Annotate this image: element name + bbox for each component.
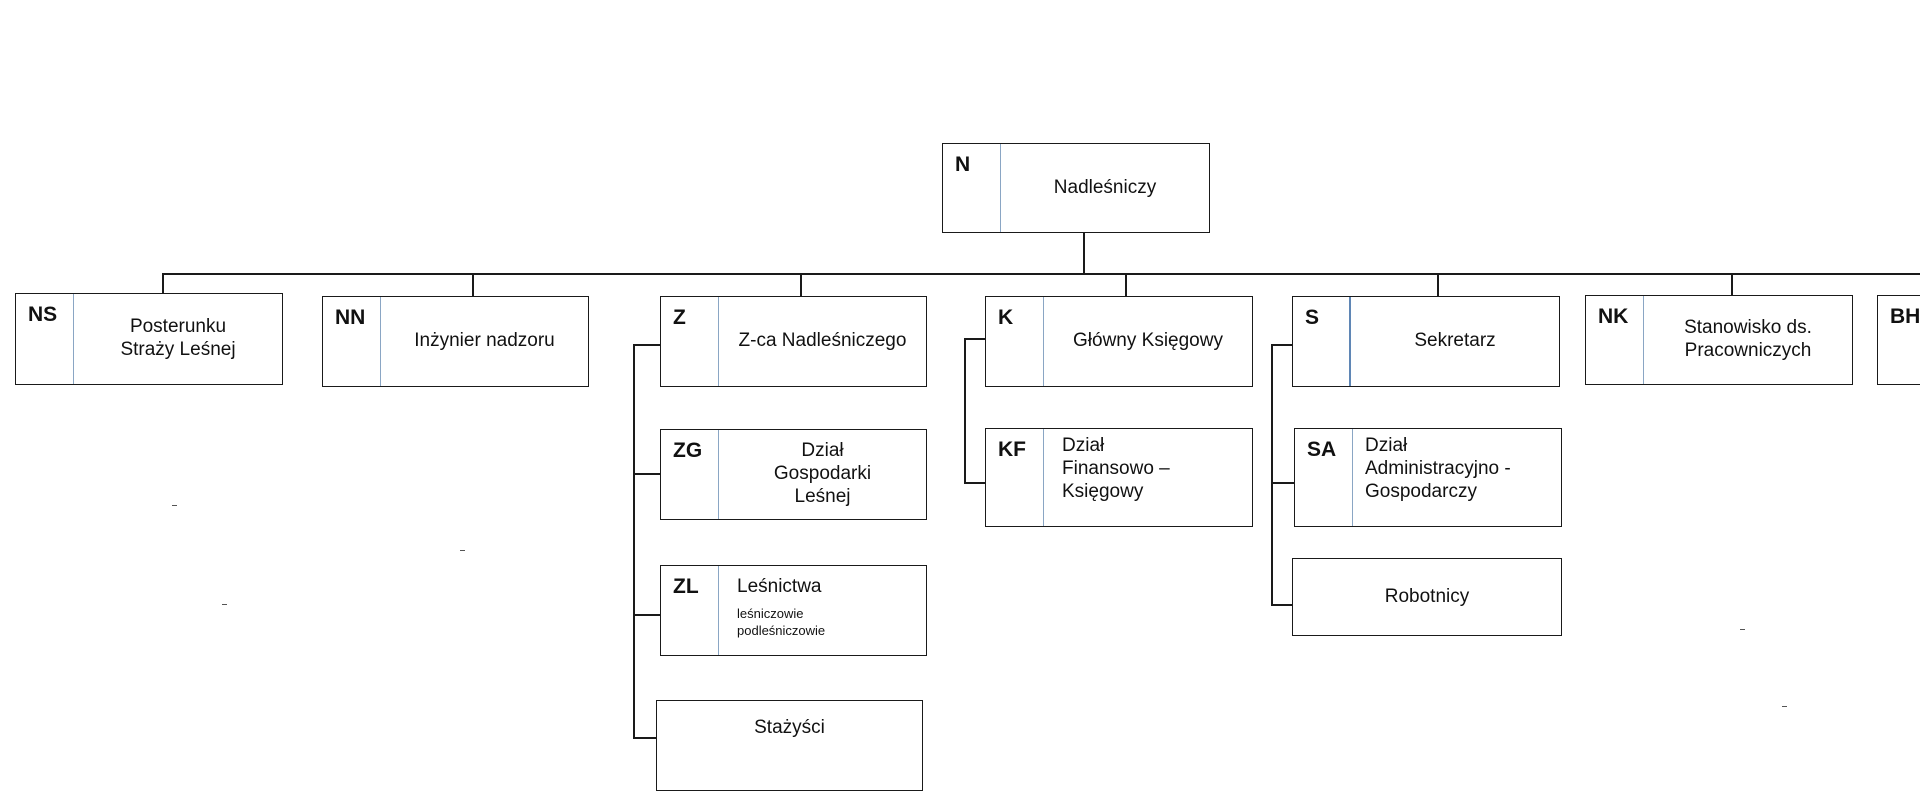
connector-zl (633, 614, 661, 616)
node-kf: KF Dział Finansowo – Księgowy (985, 428, 1253, 527)
connector-stazysci (633, 737, 657, 739)
node-code: NN (323, 297, 381, 386)
connector-s-spine (1271, 344, 1273, 606)
node-zl: ZL Leśnictwa leśniczowie podleśniczowie (660, 565, 927, 656)
node-label-group: Leśnictwa leśniczowie podleśniczowie (719, 566, 926, 655)
node-label: Stanowisko ds. Pracowniczych (1684, 317, 1812, 361)
node-k: K Główny Księgowy (985, 296, 1253, 387)
node-sublabel: leśniczowie (737, 605, 804, 621)
node-label: Z-ca Nadleśniczego (738, 330, 907, 352)
node-sa: SA Dział Administracyjno - Gospodarczy (1294, 428, 1562, 527)
connector-nk (1731, 273, 1733, 295)
node-robotnicy: Robotnicy (1292, 558, 1562, 636)
connector-ns (162, 273, 164, 295)
connector-sa (1271, 482, 1295, 484)
connector-z-top (633, 344, 661, 346)
node-code: S (1293, 297, 1351, 386)
node-label: Leśnictwa (737, 576, 822, 597)
node-label: Posterunku Straży Leśnej (120, 316, 236, 360)
connector-nn (472, 273, 474, 296)
node-code: K (986, 297, 1044, 386)
stray-mark (172, 505, 177, 506)
node-nn: NN Inżynier nadzoru (322, 296, 589, 387)
node-code: SA (1295, 429, 1353, 526)
connector-k-spine (964, 338, 966, 484)
connector-k-top (964, 338, 986, 340)
node-code: BHP (1890, 305, 1920, 328)
node-sublabels: leśniczowie podleśniczowie (737, 605, 825, 640)
node-code: Z (661, 297, 719, 386)
connector-kf (964, 482, 986, 484)
node-zg: ZG Dział Gospodarki Leśnej (660, 429, 927, 520)
node-label-text: Dział Administracyjno - Gospodarczy (1365, 435, 1511, 502)
node-ns: NS Posterunku Straży Leśnej (15, 293, 283, 385)
node-z: Z Z-ca Nadleśniczego (660, 296, 927, 387)
node-code: ZL (661, 566, 719, 655)
connector-k (1125, 273, 1127, 296)
connector-main-bus (162, 273, 1920, 275)
stray-mark (1782, 706, 1787, 707)
node-bhp: BHP (1877, 295, 1920, 385)
node-sublabel: podleśniczowie (737, 623, 826, 639)
node-code: KF (986, 429, 1044, 526)
node-code: NK (1586, 296, 1644, 384)
node-label: Główny Księgowy (1073, 330, 1223, 352)
stray-mark (460, 550, 465, 551)
node-label: Stażyści (754, 717, 825, 738)
node-label: Inżynier nadzoru (414, 330, 555, 352)
node-s: S Sekretarz (1292, 296, 1560, 387)
node-label: Dział Gospodarki Leśnej (773, 440, 872, 507)
node-code: N (943, 144, 1001, 232)
node-label: Dział Finansowo – Księgowy (1062, 435, 1170, 502)
stray-mark (222, 604, 227, 605)
node-label: Dział Administracyjno - Gospodarczy (1353, 429, 1561, 526)
node-nk: NK Stanowisko ds. Pracowniczych (1585, 295, 1853, 385)
connector-s (1437, 273, 1439, 296)
node-stazysci: Stażyści (656, 700, 923, 791)
connector-z-spine (633, 344, 635, 739)
node-root: N Nadleśniczy (942, 143, 1210, 233)
connector-s-top (1271, 344, 1293, 346)
node-label: Robotnicy (1384, 585, 1470, 607)
node-code: NS (16, 294, 74, 384)
connector-z (800, 273, 802, 296)
connector-zg (633, 473, 661, 475)
node-label: Nadleśniczy (1053, 176, 1157, 198)
node-code: ZG (661, 430, 719, 519)
node-label: Sekretarz (1414, 330, 1496, 352)
connector-root-down (1083, 232, 1085, 274)
connector-robotnicy (1271, 604, 1293, 606)
stray-mark (1740, 629, 1745, 630)
